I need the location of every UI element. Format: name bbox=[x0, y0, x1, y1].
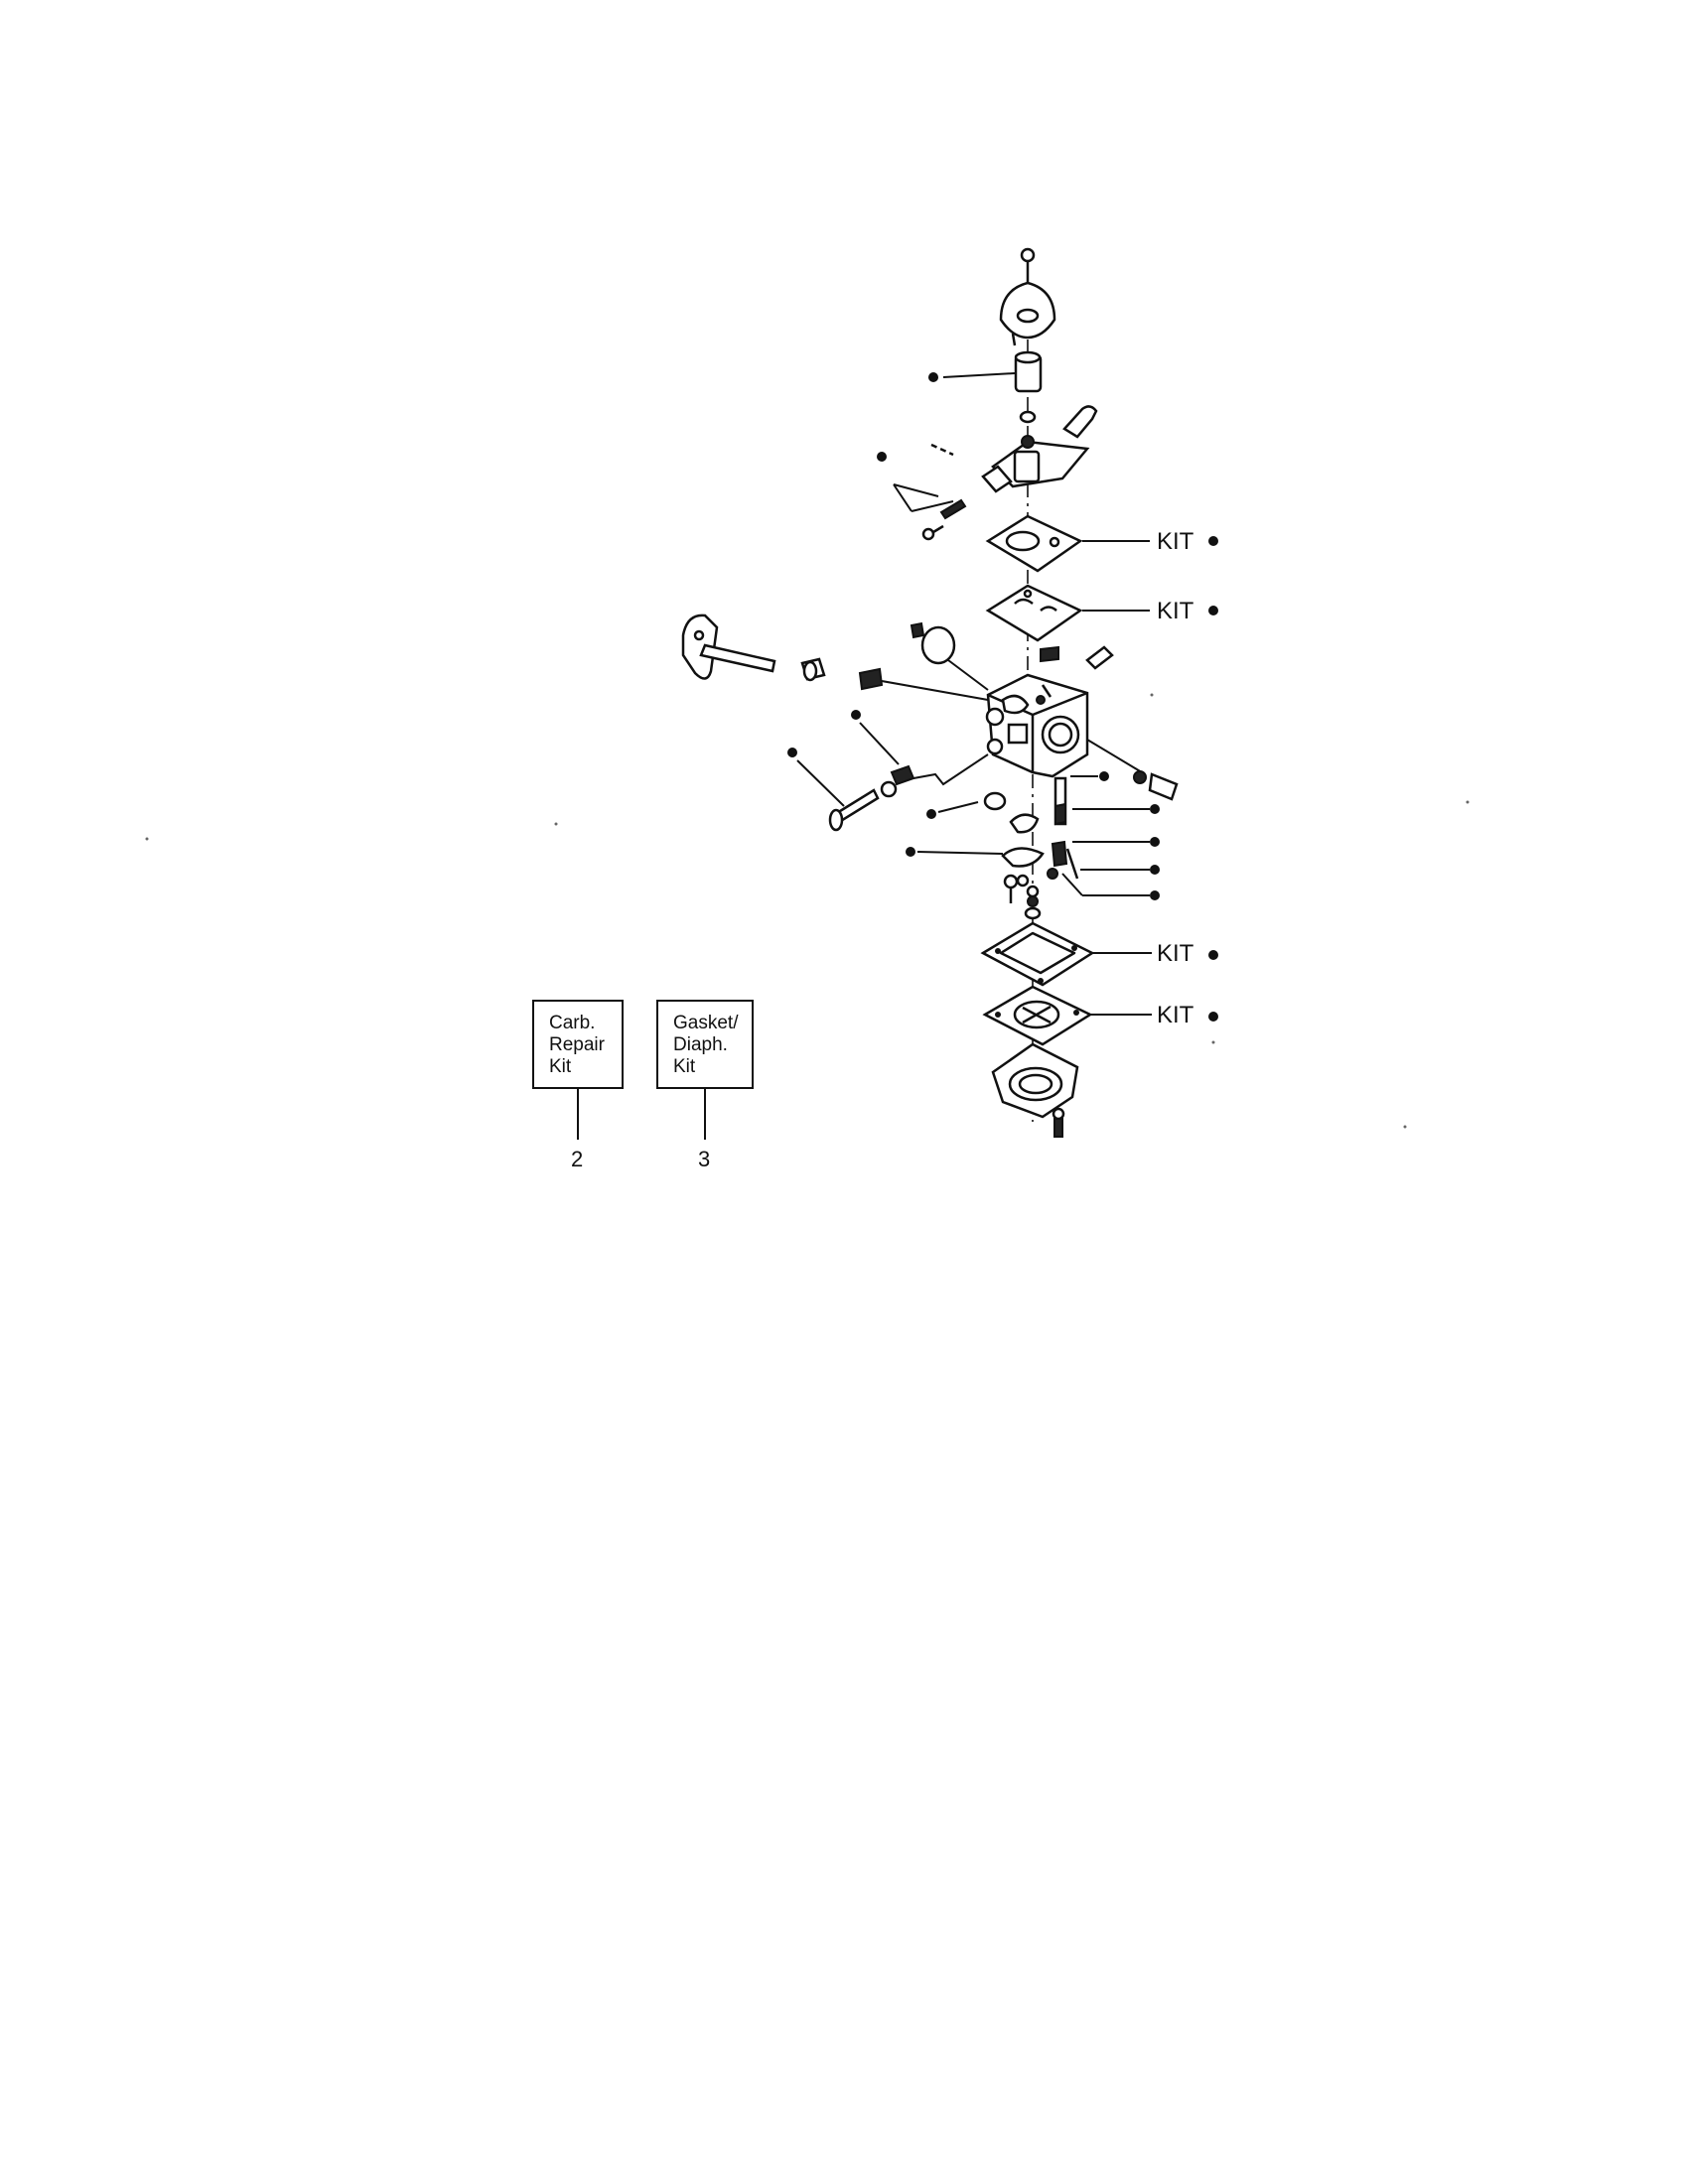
kit-box-number: 2 bbox=[571, 1147, 583, 1171]
high-speed-needle bbox=[787, 748, 898, 832]
leader-throttle-spring bbox=[881, 680, 989, 701]
kit-callout-label: KIT bbox=[1157, 1002, 1194, 1028]
diaphragm-1 bbox=[985, 584, 1150, 642]
kit-callout-label: KIT bbox=[1157, 528, 1194, 555]
filter-cylinder bbox=[1014, 350, 1043, 393]
gasket-1 bbox=[985, 514, 1150, 573]
fuel-inlet-fitting bbox=[1086, 739, 1179, 801]
bottom-screw bbox=[1052, 1107, 1065, 1138]
kit-box-line: Carb. bbox=[549, 1013, 595, 1033]
small-screw bbox=[1003, 874, 1019, 903]
kit-box-line: Diaph. bbox=[673, 1034, 728, 1055]
scan-specks bbox=[145, 693, 1470, 1129]
bottom-o-ring bbox=[1024, 895, 1042, 920]
kit-box-number: 3 bbox=[698, 1147, 710, 1171]
throttle-plate bbox=[920, 625, 989, 691]
leader-filter bbox=[928, 372, 1016, 382]
kit-callout-label: KIT bbox=[1157, 598, 1194, 624]
throttle-plate-screw bbox=[910, 621, 925, 639]
elbow-fitting bbox=[1062, 405, 1098, 439]
low-speed-needle bbox=[851, 710, 989, 786]
right-leader-dots bbox=[1061, 804, 1160, 900]
kit-callout-1: KIT bbox=[1157, 528, 1218, 555]
bottom-cover bbox=[991, 1042, 1079, 1119]
throttle-spring bbox=[858, 667, 884, 691]
top-cover bbox=[999, 281, 1056, 346]
carburetor-body bbox=[985, 673, 1089, 778]
needle-spring-group bbox=[877, 443, 967, 541]
kit-callout-3: KIT bbox=[1157, 940, 1218, 967]
kit-callout-4: KIT bbox=[1157, 1002, 1218, 1028]
kit-box-line: Repair bbox=[549, 1034, 606, 1055]
idle-screw bbox=[1040, 645, 1114, 670]
left-leader-dots bbox=[906, 771, 1109, 857]
upper-body-plate bbox=[981, 435, 1090, 493]
carb-repair-kit-box: Carb. Repair Kit 2 bbox=[532, 1000, 624, 1171]
kit-callout-2: KIT bbox=[1157, 598, 1218, 624]
small-o-ring bbox=[1019, 410, 1037, 424]
diaphragm-2 bbox=[982, 985, 1152, 1046]
throttle-bushing bbox=[800, 657, 826, 682]
kit-box-line: Gasket/ bbox=[673, 1013, 739, 1033]
gasket-diaph-kit-box: Gasket/ Diaph. Kit 3 bbox=[656, 1000, 754, 1171]
throttle-lever bbox=[681, 614, 776, 680]
metering-lever-parts bbox=[983, 776, 1079, 898]
kit-callout-label: KIT bbox=[1157, 940, 1194, 967]
kit-box-line: Kit bbox=[549, 1056, 572, 1077]
gasket-2 bbox=[980, 921, 1152, 987]
kit-box-line: Kit bbox=[673, 1056, 696, 1077]
